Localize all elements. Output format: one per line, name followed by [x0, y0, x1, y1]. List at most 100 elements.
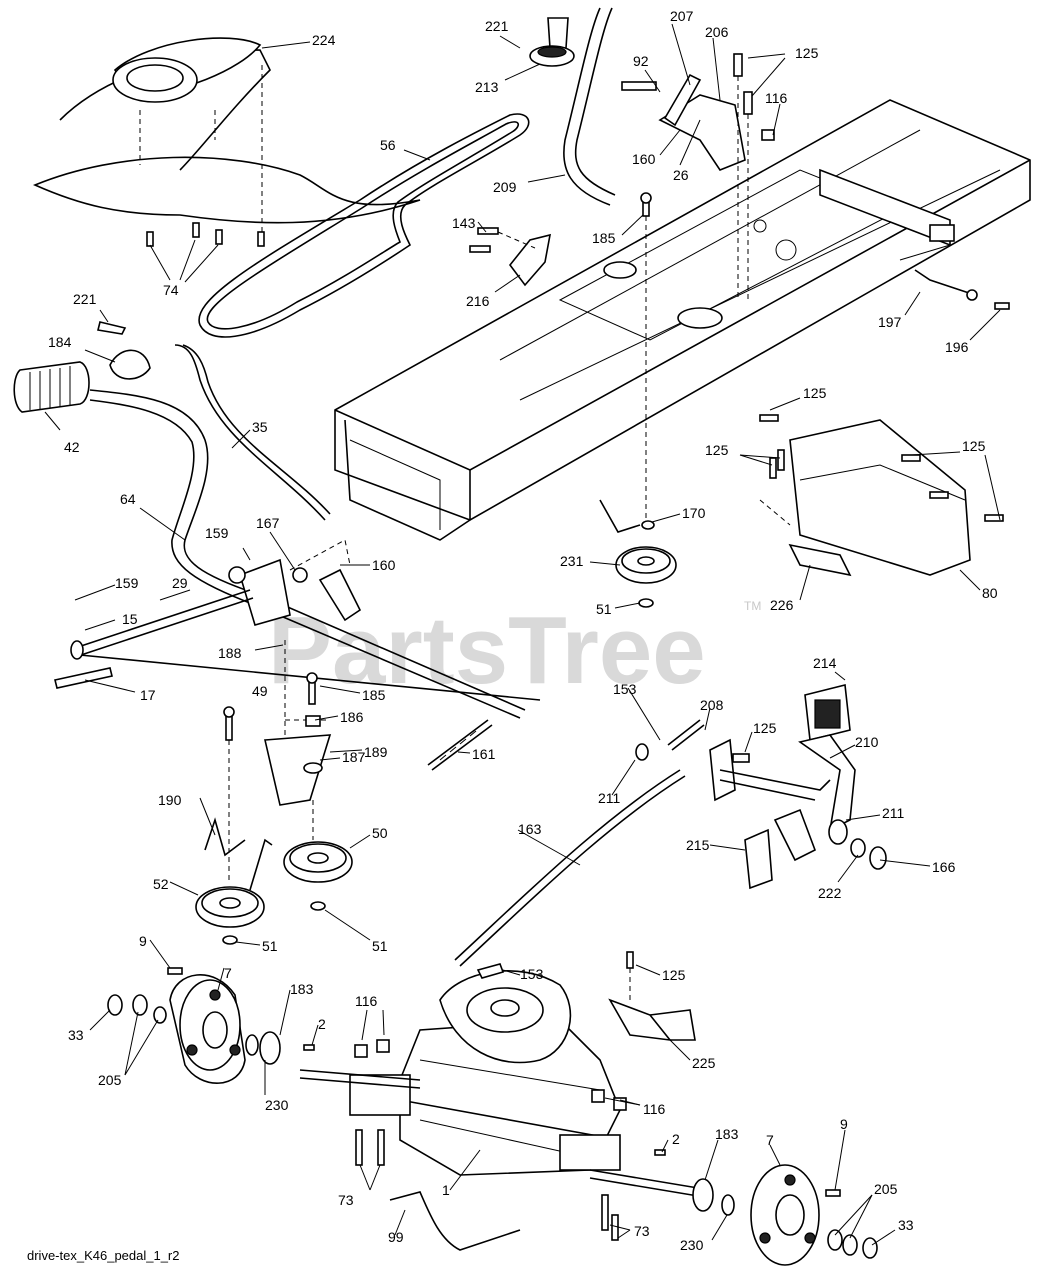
callout: 92 — [633, 53, 649, 69]
callout: 167 — [256, 515, 280, 531]
callout: 231 — [560, 553, 584, 569]
callout: 221 — [485, 18, 509, 34]
bracket-225 — [608, 998, 672, 1042]
callout: 226 — [770, 597, 794, 613]
bracket-226 — [788, 543, 852, 577]
pulley-52 — [195, 886, 265, 945]
pulley-231 — [615, 546, 677, 608]
callout: 125 — [662, 967, 686, 983]
callout: 187 — [342, 749, 366, 765]
callout: 2 — [672, 1131, 680, 1147]
callout: 153 — [613, 681, 637, 697]
callout: 213 — [475, 79, 499, 95]
callout: 2 — [318, 1016, 326, 1032]
callout: 125 — [705, 442, 729, 458]
callout: 42 — [64, 439, 80, 455]
callout: 189 — [364, 744, 388, 760]
leader-lines — [44, 23, 1001, 1246]
pedal-assembly — [635, 684, 887, 890]
rod-99 — [389, 1191, 521, 1251]
callout: 74 — [163, 282, 179, 298]
callout: 73 — [634, 1223, 650, 1239]
callout: 207 — [670, 8, 694, 24]
callout: 51 — [372, 938, 388, 954]
callout: 190 — [158, 792, 182, 808]
callout: 125 — [962, 438, 986, 454]
callout: 64 — [120, 491, 136, 507]
callout: 159 — [205, 525, 229, 541]
callout: 26 — [673, 167, 689, 183]
hub-left — [107, 967, 281, 1084]
pulley-50 — [283, 841, 353, 911]
callout: 163 — [518, 821, 542, 837]
callout: 49 — [252, 683, 268, 699]
callout: 80 — [982, 585, 998, 601]
callout: 222 — [818, 885, 842, 901]
callout: 224 — [312, 32, 336, 48]
callout: 33 — [68, 1027, 84, 1043]
callout: 161 — [472, 746, 496, 762]
callout: 125 — [753, 720, 777, 736]
callout: 160 — [372, 557, 396, 573]
callout: 143 — [452, 215, 476, 231]
callout: 116 — [355, 993, 378, 1009]
callout: 33 — [898, 1217, 914, 1233]
callout: 230 — [265, 1097, 289, 1113]
callout: 197 — [878, 314, 902, 330]
callout: 196 — [945, 339, 969, 355]
spring-190 — [204, 817, 246, 857]
grip-42 — [13, 361, 90, 413]
callout: 73 — [338, 1192, 354, 1208]
chassis-frame — [334, 99, 1031, 541]
callout: 50 — [372, 825, 388, 841]
callout: 230 — [680, 1237, 704, 1253]
callout: 153 — [520, 966, 544, 982]
callout: 35 — [252, 419, 268, 435]
callout: 125 — [803, 385, 827, 401]
footer-filename: drive-tex_K46_pedal_1_r2 — [27, 1248, 180, 1263]
callout-labels: 221 213 207 206 125 224 92 116 56 160 26… — [48, 8, 998, 1253]
callout: 51 — [596, 601, 612, 617]
callout: 210 — [855, 734, 879, 750]
knob — [529, 17, 575, 67]
callout: 9 — [840, 1116, 848, 1132]
callout: 208 — [700, 697, 724, 713]
callout: 7 — [224, 965, 232, 981]
callout: 183 — [715, 1126, 739, 1142]
callout: 209 — [493, 179, 517, 195]
callout: 216 — [466, 293, 490, 309]
callout: 116 — [765, 90, 788, 106]
drive-belt — [198, 113, 530, 338]
hub-right — [692, 1164, 878, 1266]
callout: 99 — [388, 1229, 404, 1245]
callout: 205 — [98, 1072, 122, 1088]
callout: 206 — [705, 24, 729, 40]
callout: 221 — [73, 291, 97, 307]
callout: 214 — [813, 655, 837, 671]
callout: 186 — [340, 709, 364, 725]
callout: 183 — [290, 981, 314, 997]
callout: 51 — [262, 938, 278, 954]
spring-208 — [667, 719, 705, 751]
callout: 1 — [442, 1182, 450, 1198]
bracket-steering — [239, 558, 291, 626]
callout: 125 — [795, 45, 819, 61]
spring-161 — [427, 719, 493, 771]
callout: 211 — [882, 805, 905, 821]
callout: 211 — [598, 790, 621, 806]
callout: 185 — [362, 687, 386, 703]
callout: 185 — [592, 230, 616, 246]
callout: 17 — [140, 687, 156, 703]
fender-hood — [32, 37, 421, 240]
callout: 52 — [153, 876, 169, 892]
callout: 205 — [874, 1181, 898, 1197]
callout: 160 — [632, 151, 656, 167]
callout: 56 — [380, 137, 396, 153]
callout: 116 — [643, 1101, 666, 1117]
callout: 9 — [139, 933, 147, 949]
rod-35 — [174, 344, 326, 521]
shield-80 — [789, 419, 971, 576]
shaft-64 — [89, 389, 526, 711]
shift-lever — [563, 7, 611, 206]
